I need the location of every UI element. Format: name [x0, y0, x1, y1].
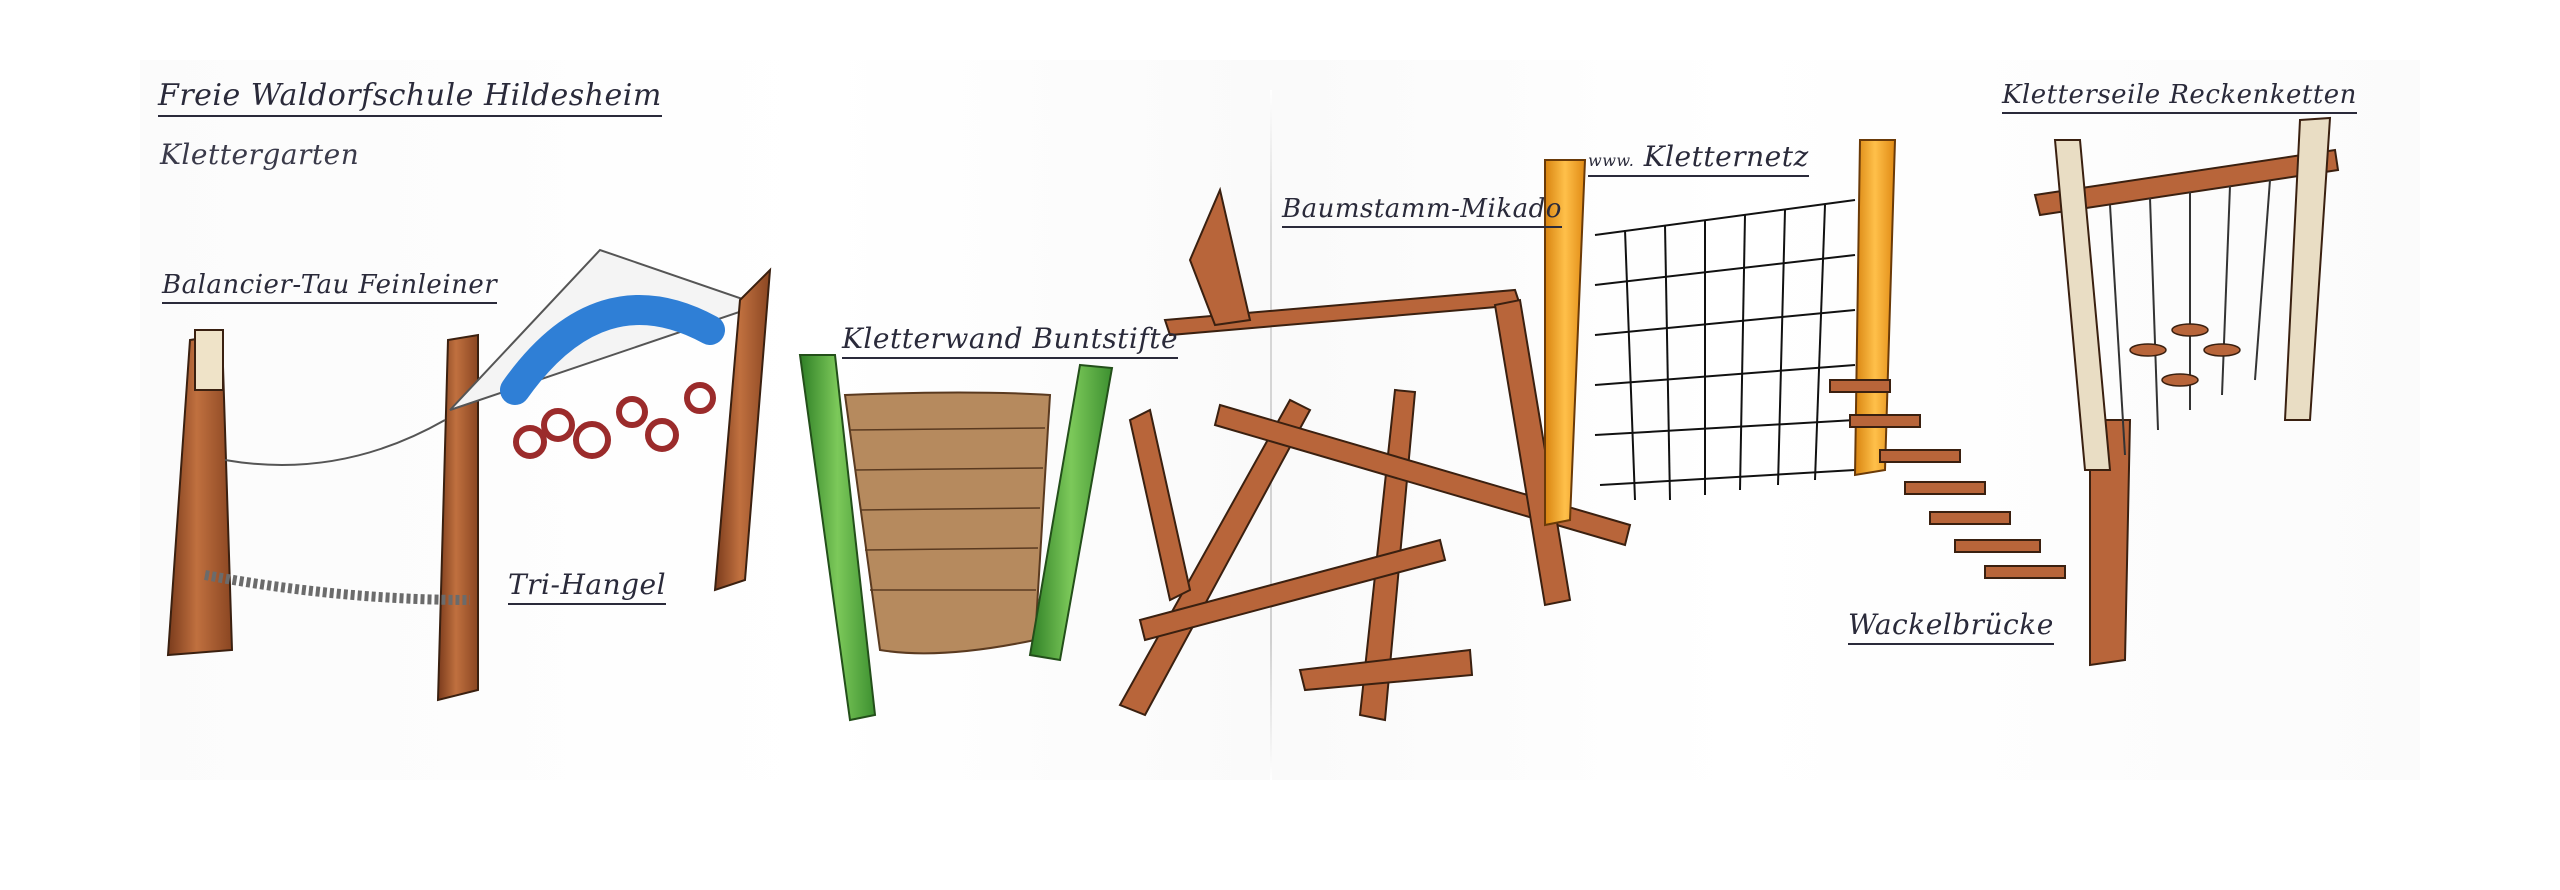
page-title: Freie Waldorfschule Hildesheim: [158, 78, 662, 117]
kletterseile: [2033, 116, 2340, 471]
label-kletternetz: www. Kletternetz: [1588, 140, 1809, 177]
wackelbruecke: [1829, 379, 2132, 667]
label-kletterseile: Kletterseile Reckenketten: [2002, 80, 2357, 114]
tri-hangel: [449, 248, 772, 592]
label-kletternetz-prefix: www.: [1588, 151, 1635, 170]
kletternetz: [1544, 139, 1897, 527]
label-kletternetz-text: Kletternetz: [1643, 140, 1809, 173]
label-kletterwand: Kletterwand Buntstifte: [842, 322, 1179, 359]
label-balancier-tau: Balancier-Tau Feinleiner: [162, 270, 498, 304]
label-wackelbruecke: Wackelbrücke: [1848, 608, 2054, 645]
page-subtitle: Klettergarten: [160, 138, 360, 171]
label-baumstamm-mikado: Baumstamm-Mikado: [1282, 194, 1562, 228]
balancier-tau: [166, 329, 479, 702]
baumstamm-mikado: [1118, 186, 1632, 722]
label-tri-hangel: Tri-Hangel: [508, 568, 667, 605]
kletterwand: [798, 354, 1114, 722]
